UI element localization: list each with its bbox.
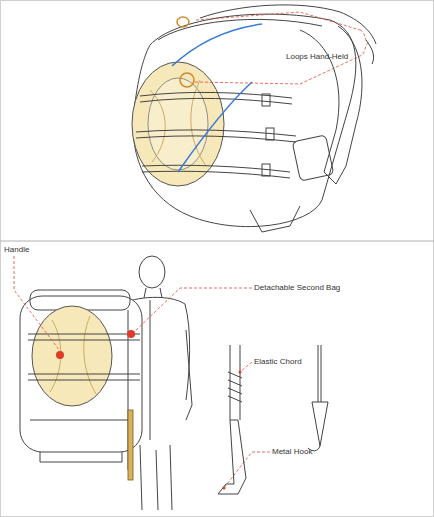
callout-dot	[239, 371, 242, 374]
cord-detail	[218, 345, 328, 494]
compression-straps	[136, 92, 296, 178]
part-label: Elastic Chord	[254, 357, 302, 367]
part-label: Handle	[4, 245, 29, 255]
top-backpack	[133, 5, 376, 232]
callout-dot	[223, 487, 226, 490]
part-label: Metal Hook	[272, 447, 312, 457]
part-label: Loops Hand-Held	[286, 52, 348, 62]
worn-backpack	[20, 290, 142, 480]
part-label: Detachable Second Bag	[254, 283, 340, 293]
divider	[0, 241, 434, 242]
callout-dots	[56, 330, 135, 359]
blue-cords	[172, 24, 262, 172]
leader-lines-top	[195, 12, 368, 84]
rolled-bag	[132, 62, 224, 186]
hand-loops	[177, 17, 194, 87]
